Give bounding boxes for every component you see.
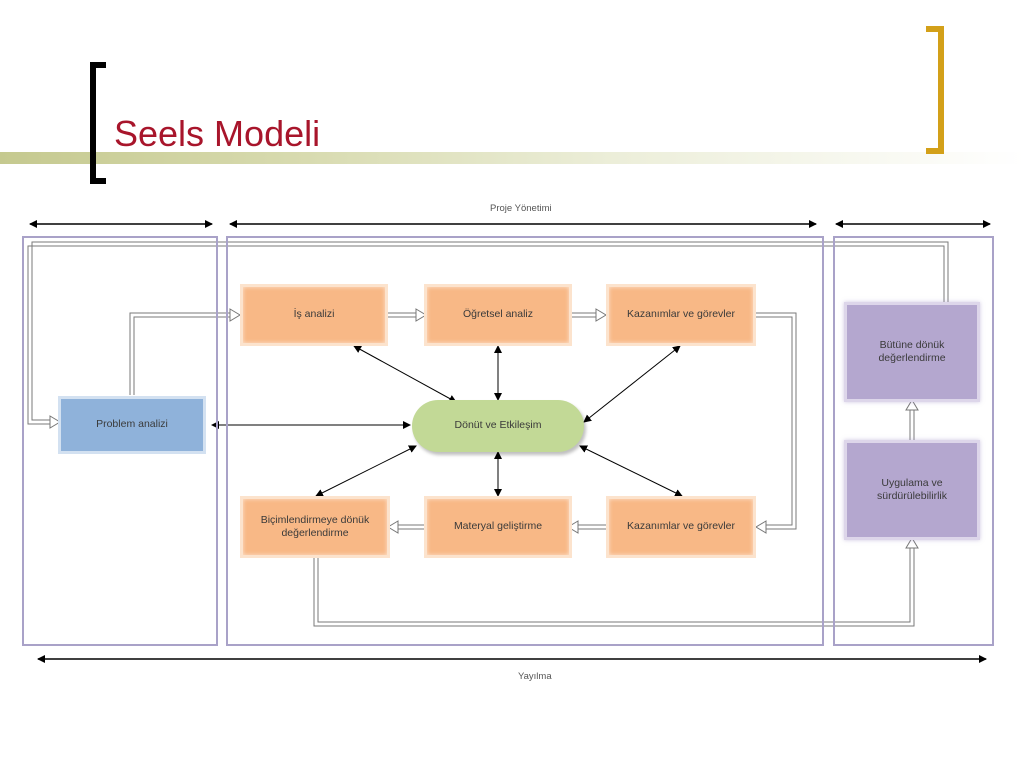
implementation-box: Uygulama ve sürdürülebilirlik — [844, 440, 980, 540]
material-dev-box: Materyal geliştirme — [424, 496, 572, 558]
slide-title: Seels Modeli — [114, 113, 321, 154]
right-bracket — [926, 26, 944, 154]
dissemination-label: Yayılma — [518, 671, 552, 682]
feedback-pill: Dönüt ve Etkileşim — [412, 400, 584, 452]
job-analysis-box: İş analizi — [240, 284, 388, 346]
objectives-bottom-box: Kazanımlar ve görevler — [606, 496, 756, 558]
formative-eval-box: Biçimlendirmeye dönük değerlendirme — [240, 496, 390, 558]
problem-analysis-box: Problem analizi — [58, 396, 206, 454]
frame-project-management — [226, 236, 824, 646]
summative-eval-box: Bütüne dönük değerlendirme — [844, 302, 980, 402]
title-band — [0, 152, 1024, 164]
objectives-top-box: Kazanımlar ve görevler — [606, 284, 756, 346]
instructional-analysis-box: Öğretsel analiz — [424, 284, 572, 346]
frame-evaluation — [833, 236, 994, 646]
frame-analysis — [22, 236, 218, 646]
project-management-label: Proje Yönetimi — [490, 203, 552, 214]
left-bracket — [90, 62, 106, 184]
